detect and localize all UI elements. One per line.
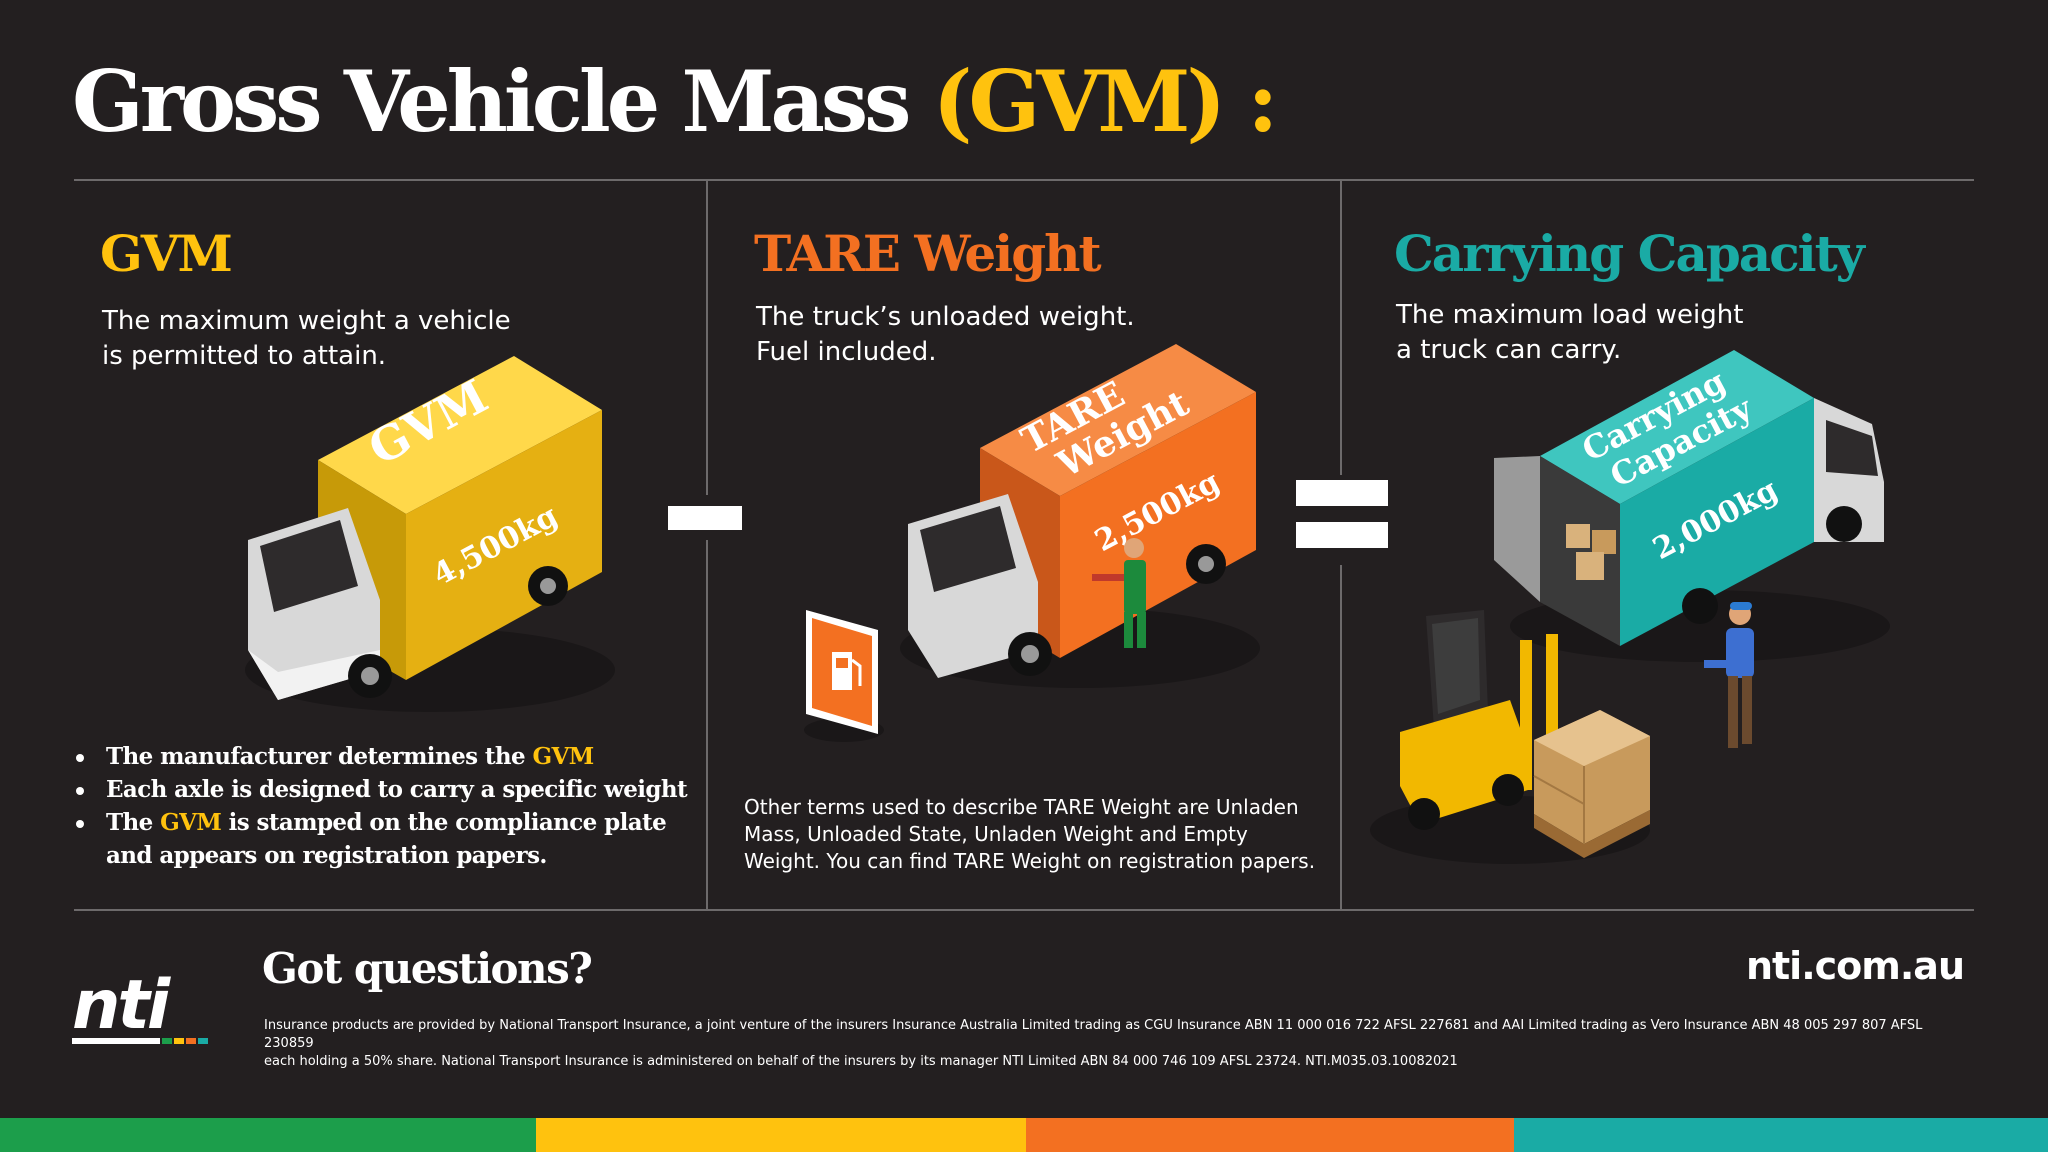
forklift-cage-inner xyxy=(1432,618,1480,714)
gvm-bullet-2: Each axle is designed to carry a specifi… xyxy=(76,773,696,806)
got-questions-heading: Got questions? xyxy=(262,944,593,993)
tare-hub-front xyxy=(1021,645,1039,663)
website-link[interactable]: nti.com.au xyxy=(1745,944,1965,988)
stripe-green xyxy=(0,1118,536,1152)
gvm-bullet-1-highlight: GVM xyxy=(532,743,594,770)
gvm-bullet-2-text: Each axle is designed to carry a specifi… xyxy=(106,776,688,803)
capacity-windshield xyxy=(1826,420,1878,476)
tare-hub-rear xyxy=(1198,556,1214,572)
worker-shirt xyxy=(1726,628,1754,678)
stripe-teal xyxy=(1514,1118,2048,1152)
nti-logo-dot-yellow xyxy=(174,1038,184,1044)
title-accent: (GVM) xyxy=(932,52,1226,151)
capacity-wheel-front xyxy=(1826,506,1862,542)
worker-leg-right xyxy=(1742,676,1752,744)
tare-description-line-2: Fuel included. xyxy=(756,337,937,367)
nti-logo-dot-green xyxy=(162,1038,172,1044)
capacity-box-open-side xyxy=(1540,456,1620,646)
stripe-orange xyxy=(1026,1118,1514,1152)
pallet xyxy=(1534,810,1650,858)
gvm-bumper xyxy=(248,650,380,700)
attendant-leg-left xyxy=(1124,612,1133,648)
nti-logo-underline xyxy=(72,1038,160,1044)
column-divider-1-lower xyxy=(706,540,708,909)
nti-logo: nti xyxy=(72,966,208,1045)
title-main: Gross Vehicle Mass xyxy=(72,52,933,151)
attendant-leg-right xyxy=(1137,612,1146,648)
tare-windshield xyxy=(920,506,1016,592)
gvm-hub-front xyxy=(361,667,379,685)
capacity-description-line-2: a truck can carry. xyxy=(1396,335,1622,365)
fuel-pump-body xyxy=(832,652,852,690)
capacity-truck-icon: Carrying Capacity 2,000kg xyxy=(1494,350,1890,662)
legal-disclaimer: Insurance products are provided by Natio… xyxy=(264,1017,1974,1071)
bottom-divider xyxy=(74,909,1974,911)
gvm-truck-icon: GVM 4,500kg xyxy=(245,356,615,712)
fuel-pump-icon xyxy=(804,610,884,742)
forklift-icon xyxy=(1370,610,1650,864)
gvm-box-front xyxy=(406,410,602,680)
capacity-heading: Carrying Capacity xyxy=(1394,224,1865,283)
gvm-description-line-2: is permitted to attain. xyxy=(102,341,387,371)
gvm-heading: GVM xyxy=(100,224,233,283)
stripe-yellow xyxy=(536,1118,1026,1152)
tare-other-terms: Other terms used to describe TARE Weight… xyxy=(744,795,1316,873)
attendant-head xyxy=(1124,538,1144,558)
minus-icon xyxy=(668,506,742,530)
worker-cap xyxy=(1730,602,1752,610)
equals-bar-bottom xyxy=(1296,522,1388,548)
pallet-stack-top xyxy=(1534,710,1650,766)
nti-logo-text: nti xyxy=(72,966,172,1045)
nti-logo-dot-orange xyxy=(186,1038,196,1044)
cargo-box-1 xyxy=(1566,524,1590,548)
capacity-description: The maximum load weight a truck can carr… xyxy=(1396,298,1743,368)
tare-truck-icon: TARE Weight 2,500kg xyxy=(900,344,1260,688)
gvm-bullet-list: The manufacturer determines the GVM Each… xyxy=(76,740,696,872)
gvm-bullet-3-highlight: GVM xyxy=(160,809,222,836)
fuel-pump-hose xyxy=(851,658,862,686)
pallet-box-seam-2 xyxy=(1533,775,1585,805)
attendant-body xyxy=(1124,560,1146,614)
column-divider-1-upper xyxy=(706,181,708,495)
gvm-bullet-3-text-end: is stamped on the compliance plate and a… xyxy=(106,809,667,869)
gvm-bullet-3-text: The xyxy=(106,809,161,836)
column-divider-2-upper xyxy=(1340,181,1342,475)
forklift-mast-left xyxy=(1520,640,1532,790)
gvm-box-top xyxy=(318,356,602,514)
tare-heading: TARE Weight xyxy=(754,224,1102,283)
gvm-description-line-1: The maximum weight a vehicle xyxy=(102,306,511,336)
fuel-pump-window xyxy=(836,658,848,668)
gvm-windshield xyxy=(260,520,358,612)
gvm-description: The maximum weight a vehicle is permitte… xyxy=(102,304,511,374)
title-suffix: : xyxy=(1222,52,1278,151)
cargo-box-3 xyxy=(1576,552,1604,580)
gvm-hub-rear xyxy=(540,578,556,594)
cargo-box-2 xyxy=(1592,530,1616,554)
tare-box-top xyxy=(980,344,1256,496)
tare-description-line-1: The truck’s unloaded weight. xyxy=(756,302,1135,332)
capacity-box-front xyxy=(1620,398,1814,646)
worker-icon xyxy=(1704,602,1754,748)
top-divider xyxy=(74,179,1974,181)
capacity-description-line-1: The maximum load weight xyxy=(1396,300,1744,330)
legal-line-2: each holding a 50% share. National Trans… xyxy=(264,1054,1458,1069)
forklift-wheel-front xyxy=(1492,774,1524,806)
page-title: Gross Vehicle Mass (GVM) : xyxy=(72,55,1278,148)
column-divider-2-lower xyxy=(1340,565,1342,909)
fuel-nozzle xyxy=(1092,574,1124,581)
gvm-bullet-1: The manufacturer determines the GVM xyxy=(76,740,696,773)
capacity-box-top xyxy=(1540,350,1814,504)
legal-line-1: Insurance products are provided by Natio… xyxy=(264,1018,1923,1051)
worker-leg-left xyxy=(1728,676,1738,748)
worker-arm xyxy=(1704,660,1730,668)
capacity-wheel-rear xyxy=(1682,588,1718,624)
gvm-bullet-1-text: The manufacturer determines the xyxy=(106,743,533,770)
nti-logo-dot-teal xyxy=(198,1038,208,1044)
forklift-wheel-rear xyxy=(1408,798,1440,830)
gvm-bullet-3: The GVM is stamped on the compliance pla… xyxy=(76,806,696,872)
capacity-open-door xyxy=(1494,456,1540,602)
equals-bar-top xyxy=(1296,480,1388,506)
tare-description: The truck’s unloaded weight. Fuel includ… xyxy=(756,300,1135,370)
tare-box-front xyxy=(1060,392,1256,658)
